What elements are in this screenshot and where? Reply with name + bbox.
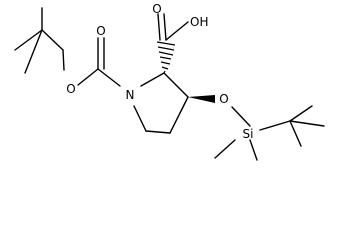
bond <box>289 120 302 147</box>
atom-label-boc-carbonyl-oxygen: O <box>96 24 105 38</box>
atom-label-oh: OH <box>190 15 208 29</box>
atom-label-carbonyl-oxygen: O <box>152 2 161 16</box>
bond <box>140 72 165 87</box>
boc-tert-butyl <box>14 7 65 74</box>
bond <box>62 49 65 71</box>
boc-carbamate <box>77 37 121 87</box>
bond <box>163 13 167 41</box>
bond <box>133 105 147 132</box>
bond <box>41 29 64 51</box>
structure-canvas: OH O O O N O Si <box>14 2 325 161</box>
bond <box>165 21 189 41</box>
bond <box>77 68 99 86</box>
bond <box>214 139 236 159</box>
molecule-structure: OH O O O N O Si <box>14 2 325 161</box>
bond <box>24 29 43 74</box>
bond <box>157 13 161 41</box>
carboxylic-acid <box>156 13 189 74</box>
hashed-wedge-bond <box>156 41 176 74</box>
solid-wedge-bond <box>188 95 215 103</box>
bond <box>163 72 189 98</box>
pyrrolidine-ring <box>133 72 189 134</box>
bond <box>289 120 325 127</box>
bond <box>169 96 189 134</box>
atom-label-boc-ester-oxygen: O <box>66 82 75 96</box>
bond <box>289 105 313 122</box>
atom-label-ether-oxygen: O <box>219 92 228 106</box>
bond <box>14 29 43 51</box>
atom-label-silicon: Si <box>243 127 254 141</box>
bond <box>231 106 251 127</box>
bond <box>249 139 258 161</box>
bond <box>259 120 291 131</box>
atom-label-ring-nitrogen: N <box>126 88 135 102</box>
bond <box>145 130 171 134</box>
tbs-silyl-ether <box>214 105 325 161</box>
bond <box>97 68 121 87</box>
